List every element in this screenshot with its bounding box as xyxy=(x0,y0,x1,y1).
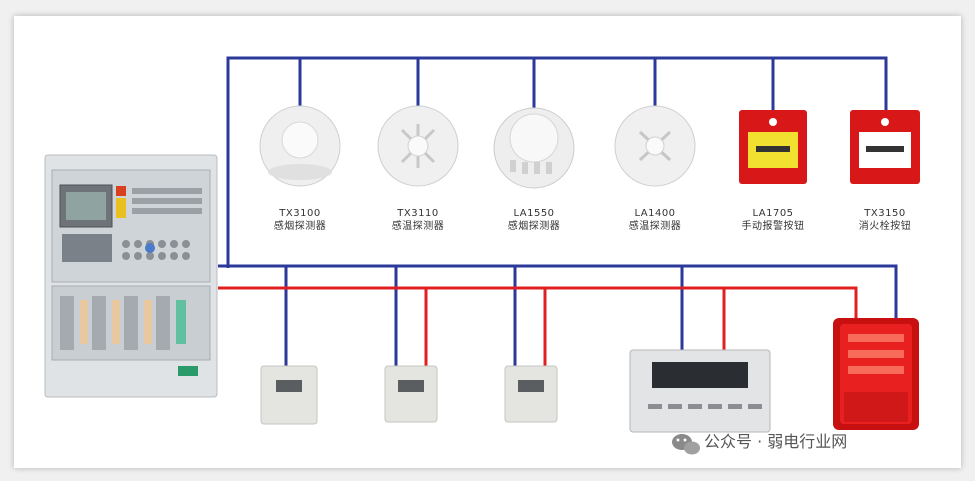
hydrant-button-device xyxy=(850,110,920,184)
detector-model: LA1400 xyxy=(634,208,676,219)
power-line xyxy=(218,286,858,366)
detector-4-device xyxy=(614,105,696,187)
detector-name: 手动报警按钮 xyxy=(741,221,805,232)
watermark: 公众号 · 弱电行业网 xyxy=(668,428,847,452)
detector-name: 感烟探测器 xyxy=(507,221,561,232)
manual-call-point-device xyxy=(739,110,807,184)
detector-name: 感温探测器 xyxy=(391,221,445,232)
watermark-text: 公众号 · 弱电行业网 xyxy=(704,432,848,451)
detector-label-1: TX3100 感烟探测器 xyxy=(250,207,350,233)
detector-1-device xyxy=(259,105,341,187)
detector-label-6: TX3150 消火栓按钮 xyxy=(835,207,935,233)
detector-model: LA1705 xyxy=(752,208,794,219)
detector-model: TX3150 xyxy=(864,208,906,219)
top-signal-bus xyxy=(226,56,888,268)
module-2 xyxy=(384,365,438,423)
detector-3-device xyxy=(493,107,575,189)
fire-alarm-control-panel xyxy=(44,154,218,398)
module-1 xyxy=(260,365,318,425)
detector-model: TX3100 xyxy=(279,208,321,219)
detector-label-5: LA1705 手动报警按钮 xyxy=(723,207,823,233)
lower-signal-bus xyxy=(218,264,898,366)
detector-label-2: TX3110 感温探测器 xyxy=(368,207,468,233)
wechat-icon xyxy=(672,434,700,455)
detector-label-3: LA1550 感烟探测器 xyxy=(484,207,584,233)
repeater-display-panel xyxy=(629,349,771,433)
detector-label-4: LA1400 感温探测器 xyxy=(605,207,705,233)
detector-model: TX3110 xyxy=(397,208,439,219)
module-3 xyxy=(504,365,558,423)
detector-name: 消火栓按钮 xyxy=(858,221,912,232)
detector-name: 感温探测器 xyxy=(628,221,682,232)
detector-2-device xyxy=(377,105,459,187)
detector-name: 感烟探测器 xyxy=(273,221,327,232)
sounder-strobe-device xyxy=(833,318,919,430)
detector-model: LA1550 xyxy=(513,208,555,219)
